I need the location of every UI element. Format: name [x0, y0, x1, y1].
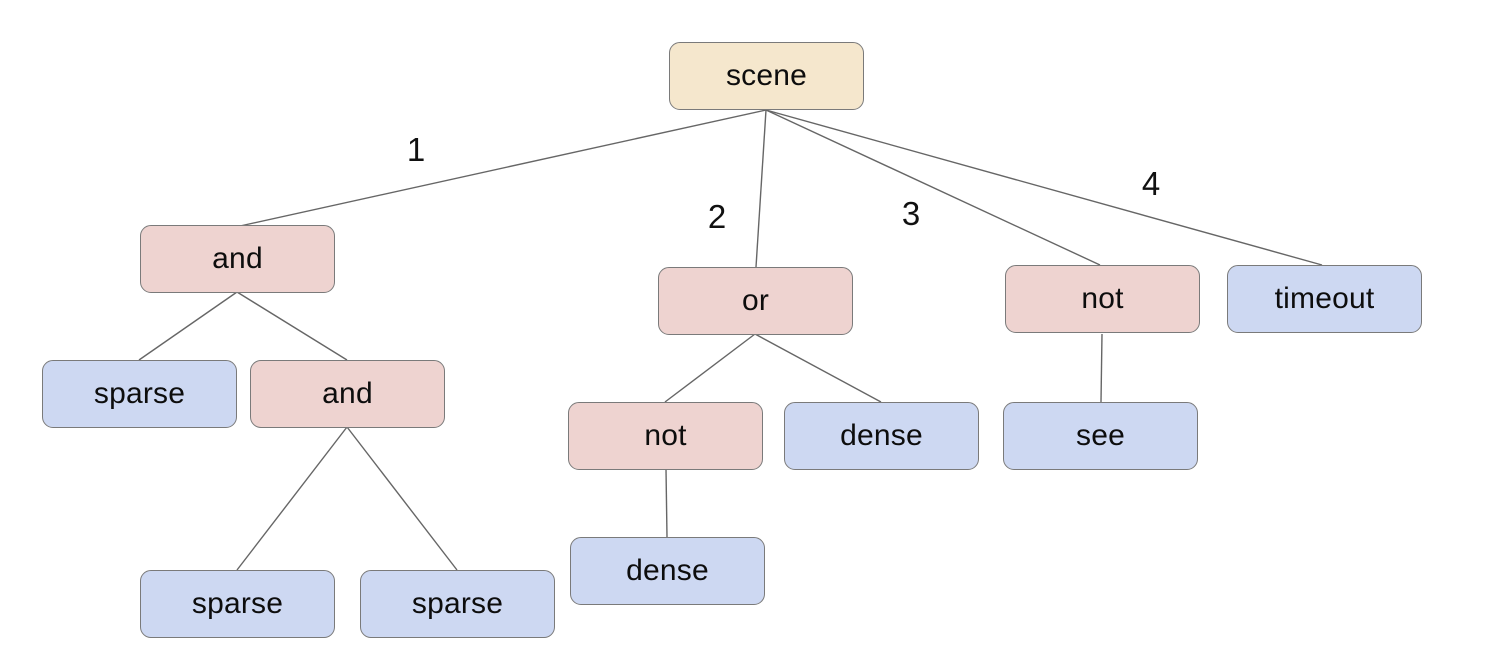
node-dense-2: dense — [570, 537, 765, 605]
edge-not2-dense2 — [665, 468, 668, 538]
node-dense-1: dense — [784, 402, 979, 470]
node-timeout: timeout — [1227, 265, 1422, 333]
edge-label-4: 4 — [1141, 165, 1161, 202]
edge-or-not — [664, 333, 756, 403]
node-sparse-2: sparse — [140, 570, 335, 638]
edge-scene-and — [239, 109, 767, 227]
edge-scene-not — [765, 109, 1101, 266]
node-scene: scene — [669, 42, 864, 110]
node-not-1: not — [1005, 265, 1200, 333]
node-sparse-1: sparse — [42, 360, 237, 428]
edge-and2-sparse2 — [236, 426, 348, 571]
node-sparse-3: sparse — [360, 570, 555, 638]
node-not-2: not — [568, 402, 763, 470]
node-and-1: and — [140, 225, 335, 293]
edge-and2-sparse3 — [346, 426, 458, 571]
node-see: see — [1003, 402, 1198, 470]
edge-label-2: 2 — [707, 198, 727, 235]
node-and-2: and — [250, 360, 445, 428]
edge-label-1: 1 — [406, 131, 426, 168]
edge-not1-see — [1100, 333, 1103, 403]
node-or: or — [658, 267, 853, 335]
edge-or-dense — [754, 333, 882, 403]
edge-scene-or — [755, 109, 767, 268]
edge-and-and — [236, 291, 348, 361]
edge-scene-timeout — [765, 109, 1323, 266]
edge-label-3: 3 — [901, 195, 921, 232]
edge-and-sparse — [138, 291, 238, 361]
